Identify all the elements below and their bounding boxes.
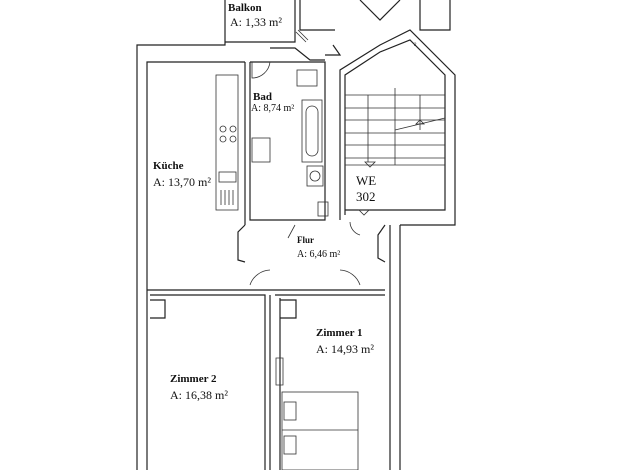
room-name-bad: Bad [253, 91, 272, 103]
walls [136, 0, 456, 470]
room-area-balkon: A: 1,33 m² [230, 15, 282, 29]
bath-fixtures [251, 69, 329, 217]
room-name-flur: Flur [297, 235, 314, 245]
room-area-kueche: A: 13,70 m² [153, 175, 211, 189]
staircase [345, 88, 446, 216]
room-area-flur: A: 6,46 m² [297, 249, 340, 260]
room-name-kueche: Küche [153, 160, 184, 172]
step-mark: 2 [414, 43, 417, 48]
room-area-zimmer2: A: 16,38 m² [170, 388, 228, 402]
bed [281, 391, 359, 470]
room-name-zimmer2: Zimmer 2 [170, 373, 217, 385]
wall-hatch [275, 29, 309, 386]
room-name-zimmer1: Zimmer 1 [316, 327, 363, 339]
room-name-balkon: Balkon [228, 2, 262, 14]
room-area-zimmer1: A: 14,93 m² [316, 342, 374, 356]
stairwell-label-number: 302 [356, 189, 376, 204]
stairwell-label-we: WE [356, 173, 376, 188]
kitchen-fixtures [215, 74, 239, 211]
room-area-bad: A: 8,74 m² [251, 103, 294, 114]
doors [249, 61, 361, 286]
